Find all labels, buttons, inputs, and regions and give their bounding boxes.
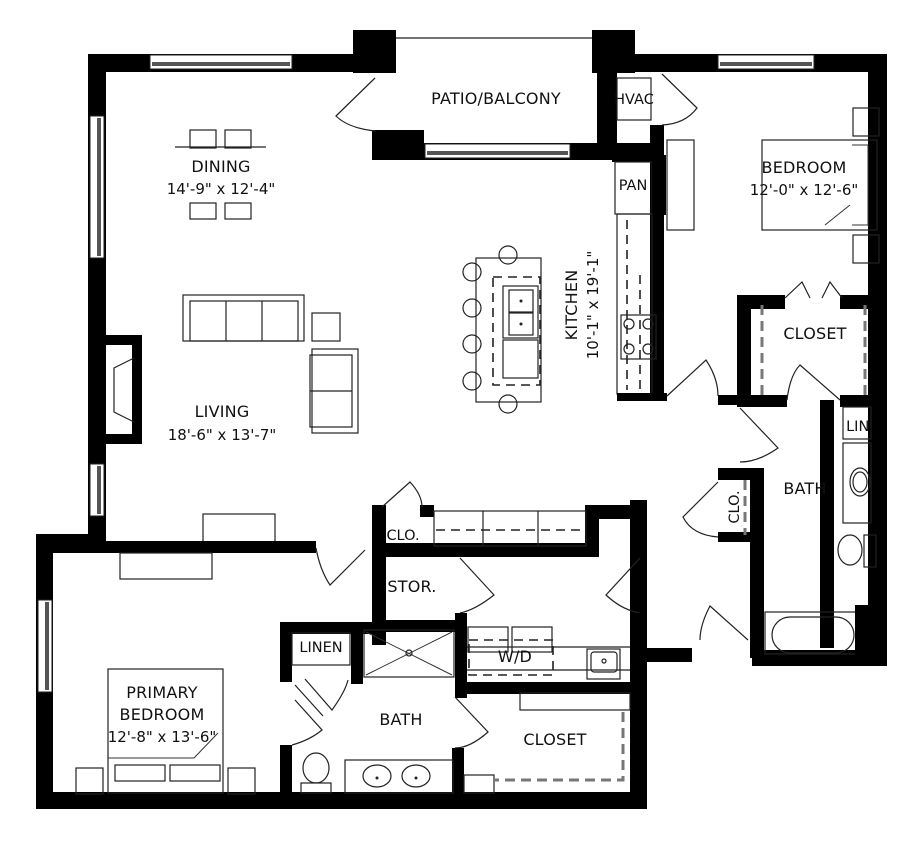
linen-label: LIN.	[846, 419, 874, 435]
bath-2-label: BATH	[783, 479, 826, 498]
kitchen-fixtures	[462, 213, 667, 414]
primary-bedroom-label-1: PRIMARY	[126, 683, 198, 702]
primary-closet-label: CLOSET	[523, 730, 586, 749]
dining-label: DINING	[191, 157, 250, 176]
bedroom-closet-label: CLOSET	[783, 324, 846, 343]
primary-suite	[36, 541, 631, 800]
bedroom-closet	[737, 280, 880, 407]
kitchen-dimensions: 10'-1" x 19'-1"	[584, 251, 602, 360]
storage-label: STOR.	[387, 577, 436, 596]
bath-2	[682, 400, 877, 660]
living-furniture	[105, 294, 359, 543]
primary-bedroom-label-2: BEDROOM	[120, 705, 205, 724]
pantry-label: PAN	[619, 178, 648, 194]
laundry-label: W/D	[498, 647, 532, 666]
bedroom-label: BEDROOM	[762, 158, 847, 177]
kitchen-label: KITCHEN	[562, 270, 581, 341]
windows	[37, 54, 815, 693]
room-labels: PATIO/BALCONY HVAC PAN DINING 14'-9" x 1…	[108, 89, 874, 749]
primary-linen-label: LINEN	[299, 640, 342, 656]
primary-bedroom-dimensions: 12'-8" x 13'-6"	[108, 728, 217, 746]
bedroom-furniture	[666, 107, 880, 264]
hvac-label: HVAC	[614, 92, 654, 108]
hvac-pantry	[612, 73, 698, 215]
dining-furniture	[175, 129, 266, 220]
patio-label: PATIO/BALCONY	[431, 89, 561, 108]
living-dimensions: 18'-6" x 13'-7"	[168, 426, 277, 444]
entry-closet-label: CLO.	[386, 528, 419, 544]
primary-bath-label: BATH	[379, 710, 422, 729]
hall-closet-label: CLO.	[727, 490, 743, 523]
bedroom-dimensions: 12'-0" x 12'-6"	[750, 181, 859, 199]
utility-core	[372, 481, 645, 698]
living-label: LIVING	[195, 402, 250, 421]
dining-dimensions: 14'-9" x 12'-4"	[167, 180, 276, 198]
hall-doors	[666, 359, 779, 463]
patio-outline	[335, 37, 592, 132]
